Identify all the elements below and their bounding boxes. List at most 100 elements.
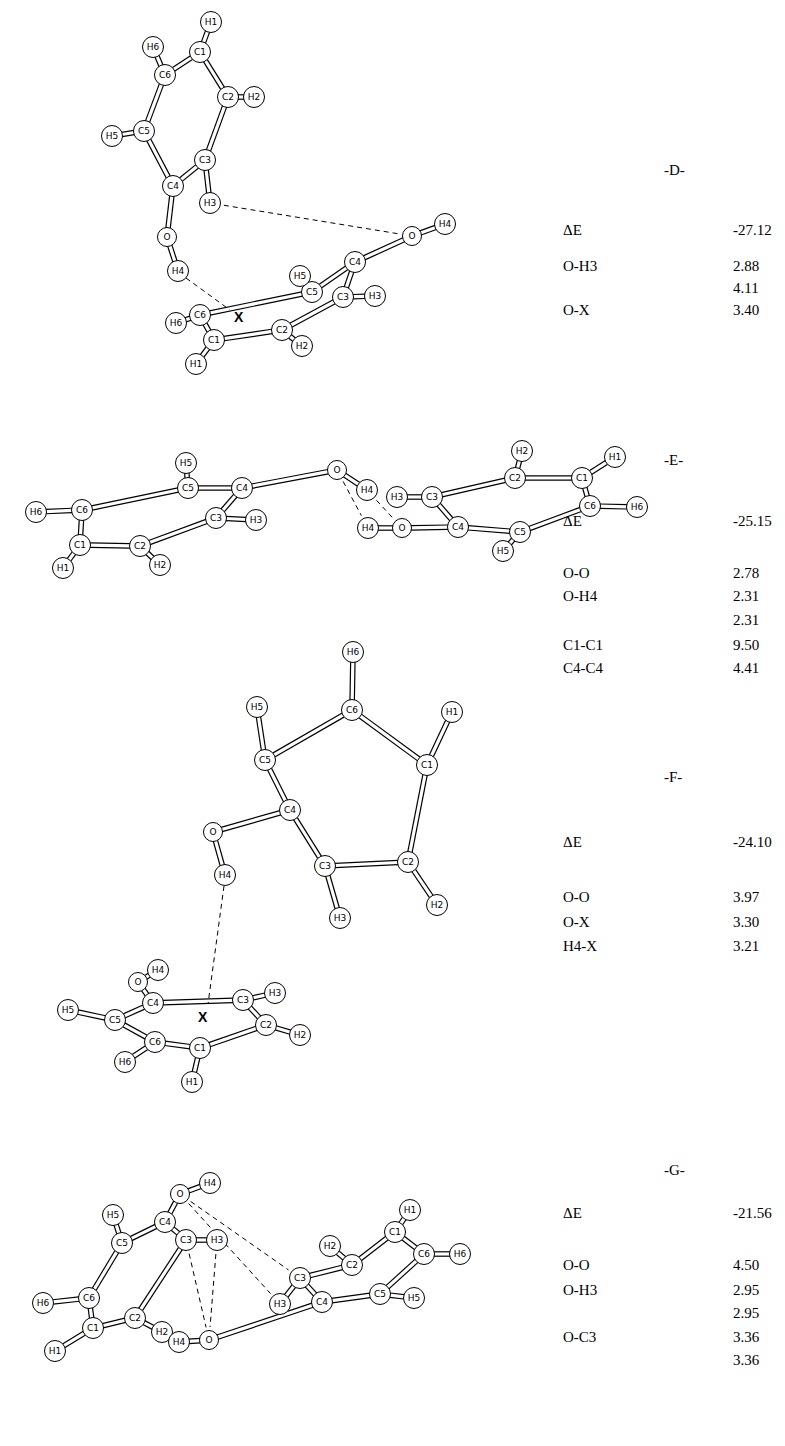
bond (286, 1286, 294, 1296)
bond (442, 480, 506, 495)
bond (364, 240, 404, 258)
atom-label: O (209, 828, 216, 837)
atom-circle: C4 (279, 799, 301, 821)
atom-circle: H6 (142, 36, 164, 58)
data-label: -27.12 (733, 222, 772, 239)
atom-label: C5 (109, 1016, 121, 1025)
bond (407, 497, 422, 498)
atom-circle: C4 (142, 992, 164, 1014)
atom-circle: H2 (426, 894, 448, 916)
bond (194, 1058, 197, 1073)
atom-label: H6 (30, 508, 43, 517)
atom-label: H5 (408, 1294, 421, 1303)
data-label: -24.10 (733, 834, 772, 851)
atom-circle: C2 (271, 319, 293, 341)
atom-label: H2 (248, 93, 261, 102)
atom-label: H5 (107, 1211, 120, 1220)
atom-label: H3 (369, 292, 382, 301)
atom-circle: H4 (168, 1331, 190, 1353)
atom-label: C5 (374, 1290, 386, 1299)
atom-label: C3 (337, 293, 349, 302)
atom-label: C6 (149, 1038, 161, 1047)
data-label: O-H3 (563, 258, 597, 275)
data-label: 3.36 (733, 1329, 759, 1346)
data-label: 4.50 (733, 1257, 759, 1274)
atom-label: H2 (516, 447, 529, 456)
atom-label: C3 (180, 1236, 192, 1245)
bond (274, 715, 344, 755)
atom-label: H1 (446, 708, 459, 717)
atom-label: C3 (294, 1274, 306, 1283)
bond (360, 716, 419, 759)
atom-label: C1 (208, 336, 220, 345)
atom-label: H4 (204, 1179, 217, 1188)
atom-label: C3 (426, 493, 438, 502)
atom-circle: C5 (509, 521, 531, 543)
atom-label: H5 (106, 132, 119, 141)
atom-circle: C5 (369, 1283, 391, 1305)
atom-label: H3 (391, 493, 404, 502)
bond (414, 870, 432, 896)
bond (276, 1028, 291, 1032)
atom-label: H1 (205, 18, 218, 27)
atom-label: H6 (454, 1250, 467, 1259)
atom-circle: C5 (254, 749, 276, 771)
data-label: H4-X (563, 938, 597, 955)
bond (168, 196, 172, 228)
atom-circle: C4 (311, 1291, 333, 1313)
atom-label: H1 (49, 1347, 62, 1356)
atom-label: H6 (170, 319, 183, 328)
atom-circle: O (128, 972, 148, 992)
bond (223, 496, 236, 511)
atom-circle: H1 (604, 446, 626, 468)
atom-label: C1 (194, 48, 206, 57)
atom-circle: C6 (154, 64, 176, 86)
atom-label: H4 (361, 486, 374, 495)
data-label: 2.95 (733, 1282, 759, 1299)
data-label: 2.88 (733, 258, 759, 275)
atom-circle: C2 (341, 1254, 363, 1276)
atom-label: H2 (431, 901, 444, 910)
atom-label: H3 (211, 1236, 224, 1245)
atom-circle: H3 (199, 192, 221, 214)
data-label: -21.56 (733, 1205, 772, 1222)
bond (173, 57, 191, 69)
data-label: C4-C4 (563, 660, 603, 677)
atom-circle: H2 (511, 440, 533, 462)
atom-circle: H5 (101, 125, 123, 147)
data-label: 2.95 (733, 1305, 759, 1322)
data-label: 2.31 (733, 612, 759, 629)
atom-label: C1 (421, 761, 433, 770)
atom-label: H3 (250, 516, 263, 525)
atom-circle: H5 (102, 1204, 124, 1226)
atom-label: C4 (349, 258, 361, 267)
atom-label: C1 (194, 1044, 206, 1053)
data-label: 2.78 (733, 565, 759, 582)
data-label: ΔE (563, 513, 582, 530)
atom-circle: C1 (203, 329, 225, 351)
bond (210, 294, 302, 313)
atom-label: H1 (57, 564, 70, 573)
bond (378, 528, 393, 529)
bond (206, 170, 209, 193)
atom-label: H4 (173, 1338, 186, 1347)
atom-label: C6 (83, 1294, 95, 1303)
atom-label: H5 (294, 272, 307, 281)
atom-circle: O (402, 226, 422, 246)
bond (258, 717, 263, 750)
atom-label: H5 (62, 1006, 75, 1015)
atom-circle: C1 (82, 1317, 104, 1339)
bond (170, 1202, 176, 1213)
atom-label: H2 (154, 561, 167, 570)
atom-circle: C5 (111, 1232, 133, 1254)
data-label: ΔE (563, 1205, 582, 1222)
data-label: ΔE (563, 834, 582, 851)
contact-line (189, 1254, 206, 1328)
atom-label: C2 (134, 542, 146, 551)
atom-label: H2 (296, 342, 309, 351)
bond (133, 1048, 146, 1057)
atom-circle: C3 (194, 149, 216, 171)
atom-circle: H3 (386, 486, 408, 508)
atom-circle: H1 (181, 1071, 203, 1093)
bond (64, 1333, 85, 1346)
